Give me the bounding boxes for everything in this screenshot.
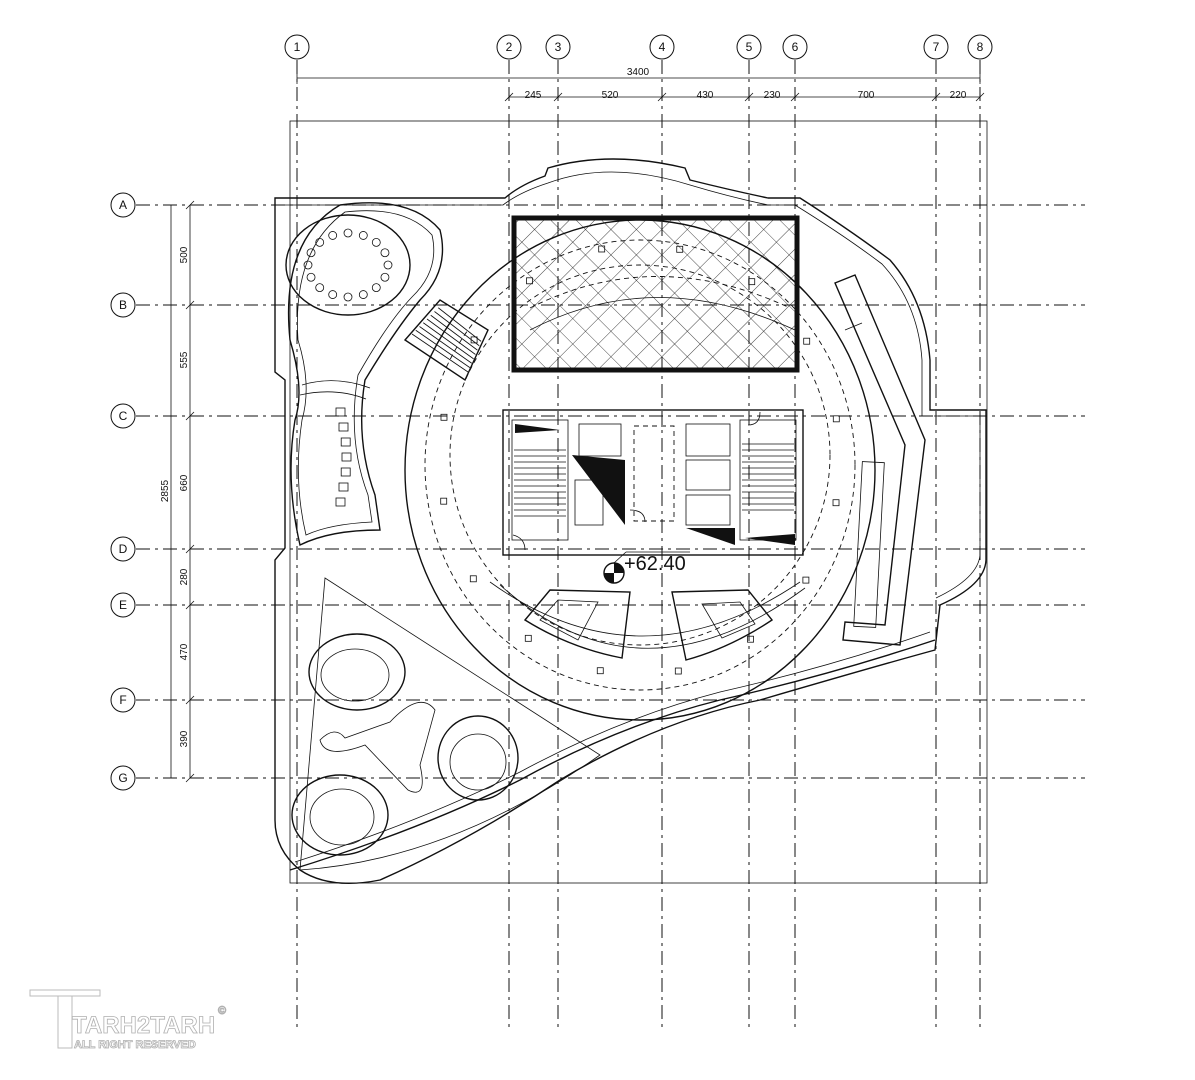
grid-bubble-row-B: B — [110, 292, 136, 318]
watermark-brand: TARH2TARH — [72, 1012, 215, 1039]
grid-bubble-col-5: 5 — [736, 34, 762, 60]
dimension-lines — [165, 72, 981, 779]
svg-text:F: F — [119, 693, 126, 707]
lower-left-lounge — [291, 577, 601, 871]
svg-text:3: 3 — [555, 40, 562, 54]
grid-bubble-row-G: G — [110, 765, 136, 791]
dimension-horizontal-2: 520 — [602, 90, 619, 101]
dimension-overall-horizontal: 3400 — [627, 67, 650, 78]
ring-planters — [523, 589, 774, 661]
svg-text:E: E — [119, 598, 127, 612]
grid-bubble-col-7: 7 — [923, 34, 949, 60]
stair-treads-right — [742, 443, 794, 511]
stair-small — [403, 299, 489, 382]
svg-text:B: B — [119, 298, 127, 312]
dimension-horizontal-3: 430 — [697, 90, 714, 101]
svg-text:7: 7 — [933, 40, 940, 54]
dimension-vertical-5: 470 — [179, 643, 190, 660]
svg-text:8: 8 — [977, 40, 984, 54]
grid-bubble-col-4: 4 — [649, 34, 675, 60]
grid-bubble-col-1: 1 — [284, 34, 310, 60]
watermark-tagline: ALL RIGHT RESERVED — [74, 1039, 196, 1051]
svg-text:2: 2 — [506, 40, 513, 54]
building-core — [502, 409, 804, 556]
svg-text:4: 4 — [659, 40, 666, 54]
dimension-overall-vertical: 2855 — [160, 479, 171, 502]
svg-text:1: 1 — [294, 40, 301, 54]
upper-left-lobe — [285, 202, 444, 547]
dimension-horizontal-1: 245 — [525, 90, 542, 101]
level-mark-text: +62.40 — [624, 553, 686, 575]
watermark-logo-stem — [57, 995, 73, 1049]
svg-text:C: C — [119, 409, 128, 423]
watermark-copyright-symbol: © — [218, 1005, 226, 1017]
grid-bubble-row-C: C — [110, 403, 136, 429]
building-outline — [274, 158, 987, 884]
dimension-horizontal-5: 700 — [858, 90, 875, 101]
level-mark: +62.40 — [603, 551, 690, 584]
grid-bubble-col-2: 2 — [496, 34, 522, 60]
grid-bubble-row-E: E — [110, 592, 136, 618]
grid-bubble-col-3: 3 — [545, 34, 571, 60]
svg-text:6: 6 — [792, 40, 799, 54]
dimension-vertical-6: 390 — [179, 730, 190, 747]
watermark: TARH2TARH ALL RIGHT RESERVED © — [29, 989, 227, 1051]
dimension-horizontal-6: 220 — [950, 90, 967, 101]
dimension-horizontal-4: 230 — [764, 90, 781, 101]
svg-text:A: A — [119, 198, 127, 212]
svg-text:5: 5 — [746, 40, 753, 54]
right-counters — [834, 274, 926, 646]
seats-round-table — [303, 228, 393, 302]
dimension-vertical-1: 500 — [179, 246, 190, 263]
seats-curved-row — [335, 407, 352, 507]
grid-bubbles: 1 2 3 4 5 6 7 8A B C D E F G — [110, 34, 993, 791]
stair-treads-left — [514, 449, 566, 517]
svg-text:G: G — [118, 771, 127, 785]
grid-bubble-row-F: F — [110, 687, 136, 713]
grid-bubble-col-6: 6 — [782, 34, 808, 60]
atrium-void — [511, 215, 800, 373]
dimension-ticks — [185, 92, 985, 783]
site-boundary — [289, 120, 988, 884]
dimension-vertical-2: 555 — [179, 351, 190, 368]
watermark-logo-bar — [29, 989, 101, 997]
dimension-vertical-3: 660 — [179, 474, 190, 491]
grid-bubble-col-8: 8 — [967, 34, 993, 60]
grid-lines — [136, 60, 1085, 1032]
grid-bubble-row-A: A — [110, 192, 136, 218]
dimension-vertical-4: 280 — [179, 568, 190, 585]
svg-text:D: D — [119, 542, 128, 556]
grid-bubble-row-D: D — [110, 536, 136, 562]
